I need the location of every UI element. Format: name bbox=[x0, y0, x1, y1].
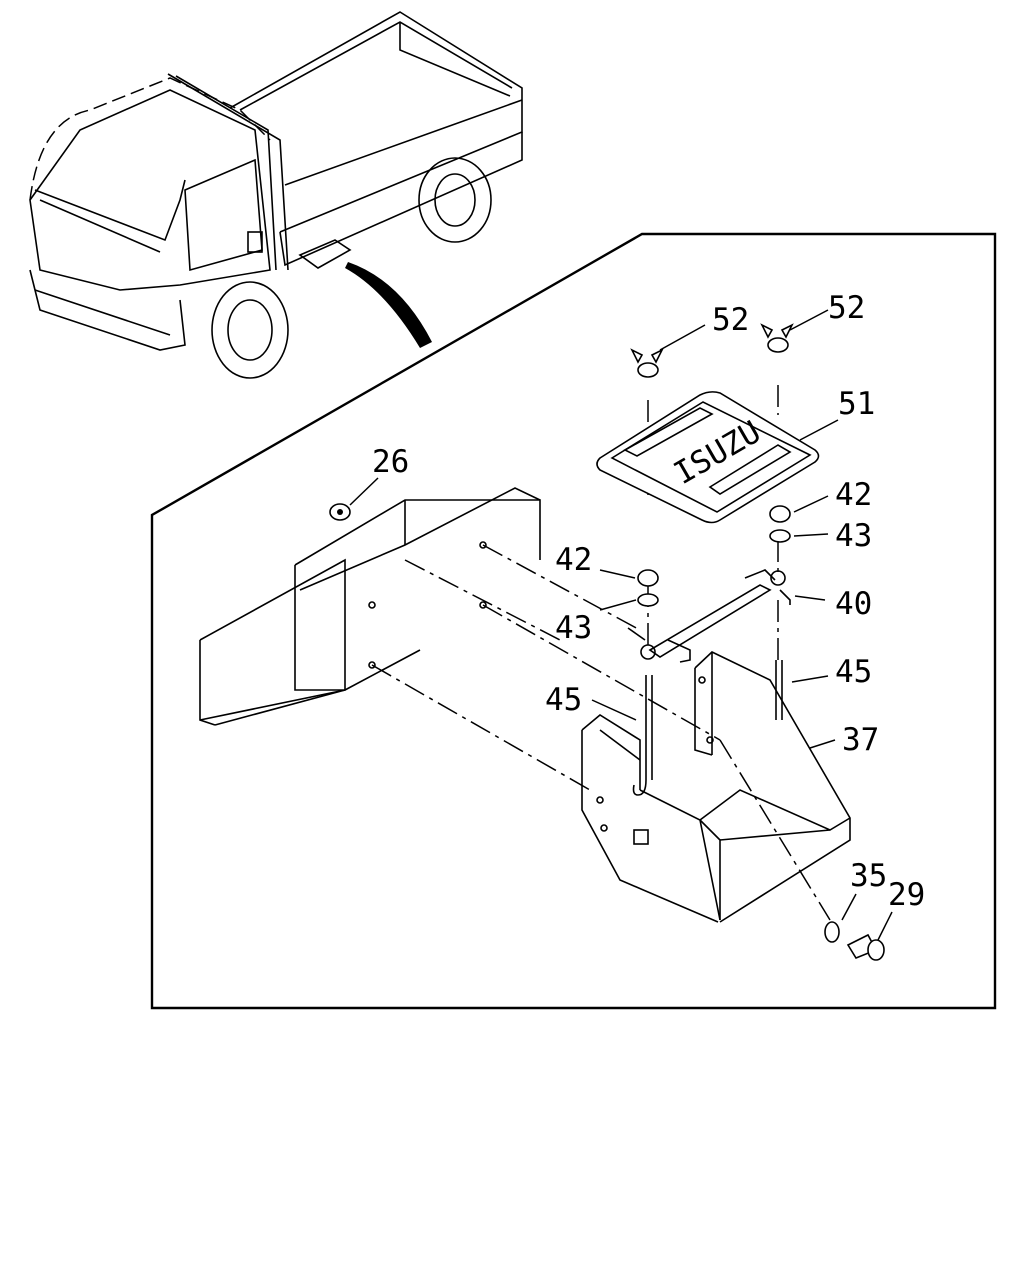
leader-lines bbox=[349, 309, 893, 941]
callout-42-right: 42 bbox=[835, 477, 872, 513]
callout-37: 37 bbox=[842, 722, 879, 758]
bolt-29 bbox=[846, 933, 885, 961]
battery-tray-37 bbox=[581, 651, 851, 923]
frame-rail bbox=[199, 487, 541, 726]
callout-26: 26 bbox=[372, 444, 409, 480]
j-bolt-45-right bbox=[775, 660, 783, 720]
callout-52-right: 52 bbox=[828, 290, 865, 326]
washer-43-right bbox=[769, 529, 791, 543]
bracket-40 bbox=[627, 569, 791, 663]
callout-42-left: 42 bbox=[555, 542, 592, 578]
hex-nut-26 bbox=[329, 503, 351, 521]
battery-cover-51: ISUZU bbox=[596, 391, 820, 524]
callout-40: 40 bbox=[835, 586, 872, 622]
washer-35 bbox=[824, 921, 840, 943]
callout-43-left: 43 bbox=[555, 610, 592, 646]
callout-labels: 52 52 51 26 42 43 42 43 40 45 45 37 35 2… bbox=[372, 290, 925, 913]
callout-45-right: 45 bbox=[835, 654, 872, 690]
washer-43-left bbox=[637, 593, 659, 607]
callout-45-left: 45 bbox=[545, 682, 582, 718]
callout-51: 51 bbox=[838, 386, 875, 422]
callout-52-left: 52 bbox=[712, 302, 749, 338]
callout-43-right: 43 bbox=[835, 518, 872, 554]
wing-nut-52-right bbox=[760, 323, 794, 353]
j-bolt-45-left bbox=[632, 675, 653, 796]
detail-frame bbox=[150, 232, 997, 1010]
truck-illustration bbox=[29, 11, 523, 379]
hex-nut-42-left bbox=[637, 569, 659, 587]
callout-29: 29 bbox=[888, 877, 925, 913]
hex-nut-42-right bbox=[769, 505, 791, 523]
wing-nut-52-left bbox=[630, 348, 664, 378]
callout-35: 35 bbox=[850, 858, 887, 894]
